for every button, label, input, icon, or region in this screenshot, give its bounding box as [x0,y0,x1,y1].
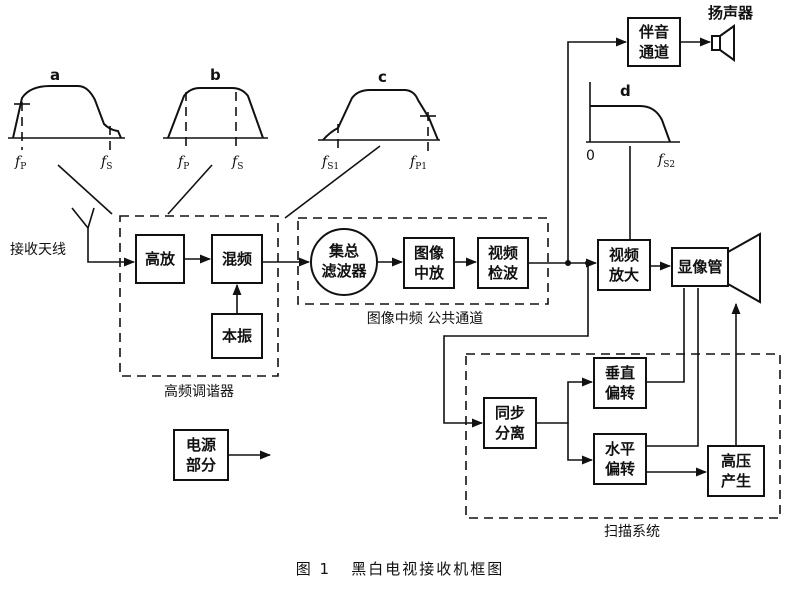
curve-a-f2: fS [100,154,112,172]
curve-a-f1: fP [14,154,26,172]
response-curve-d: d 0 fS2 [586,82,680,170]
antenna-icon [71,207,136,267]
svg-text:偏转: 偏转 [605,460,635,478]
block-power-supply: 电源 部分 [173,429,229,481]
svg-text:偏转: 偏转 [605,384,635,402]
curve-c-tag: c [378,68,387,86]
speaker-label: 扬声器 [708,4,754,22]
svg-text:高压: 高压 [721,452,751,470]
svg-text:高放: 高放 [145,250,176,268]
curve-d-tag: d [620,82,631,100]
scan-system-label: 扫描系统 [604,524,660,540]
svg-text:图像: 图像 [414,244,445,262]
svg-text:产生: 产生 [721,472,751,490]
svg-text:显像管: 显像管 [677,258,722,276]
block-sound-channel: 伴音 通道 [627,17,681,67]
curve-c-f1: fS1 [321,154,339,172]
svg-text:通道: 通道 [639,43,669,61]
block-high-voltage: 高压 产生 [707,445,765,497]
block-benzhen: 本振 [211,313,263,359]
block-vertical-deflection: 垂直 偏转 [593,357,647,409]
svg-text:电源: 电源 [186,436,216,454]
block-lumped-filter: 集总 滤波器 [310,228,378,296]
svg-text:检波: 检波 [488,264,519,282]
block-sync-separator: 同步 分离 [483,397,537,449]
block-gaofang: 高放 [135,234,185,284]
svg-text:伴音: 伴音 [638,23,669,41]
curve-c-f2: fP1 [409,154,427,172]
curve-leader-lines [57,145,631,240]
tuner-label: 高频调谐器 [164,383,234,400]
block-picture-tube: 显像管 [671,232,761,304]
figure-caption: 图 1 黑白电视接收机框图 [296,560,505,578]
svg-text:分离: 分离 [495,424,525,442]
svg-text:视频: 视频 [609,246,639,264]
curve-a-tag: a [50,66,60,84]
svg-text:滤波器: 滤波器 [321,262,367,280]
block-horizontal-deflection: 水平 偏转 [593,433,647,485]
svg-text:部分: 部分 [186,456,216,474]
curve-d-zero: 0 [586,148,595,164]
block-if-amp: 图像 中放 [403,237,455,289]
svg-text:视频: 视频 [488,244,518,262]
block-hunpin: 混频 [211,234,263,284]
curve-d-f2: fS2 [657,152,675,170]
response-curve-a: a fP fS [8,66,125,172]
if-channel-frame [297,217,549,305]
svg-text:本振: 本振 [222,327,252,345]
curve-b-tag: b [210,66,221,84]
svg-text:放大: 放大 [608,266,639,284]
curve-b-f1: fP [177,154,189,172]
antenna-label: 接收天线 [10,241,66,258]
response-curve-b: b fP fS [163,66,268,172]
svg-text:混频: 混频 [222,250,252,268]
svg-text:中放: 中放 [414,264,445,282]
curve-b-f2: fS [231,154,243,172]
svg-text:水平: 水平 [605,440,635,458]
if-channel-label: 图像中频 公共通道 [367,311,483,327]
speaker-icon [711,24,735,62]
response-curve-c: c fS1 fP1 [318,68,440,172]
block-video-amp: 视频 放大 [597,239,651,291]
scan-system-frame [465,353,781,519]
signal-lines [184,37,741,477]
block-video-detector: 视频 检波 [477,237,529,289]
svg-text:垂直: 垂直 [605,364,635,382]
svg-text:同步: 同步 [495,404,525,422]
tuner-frame [119,215,279,377]
svg-text:集总: 集总 [328,242,359,260]
